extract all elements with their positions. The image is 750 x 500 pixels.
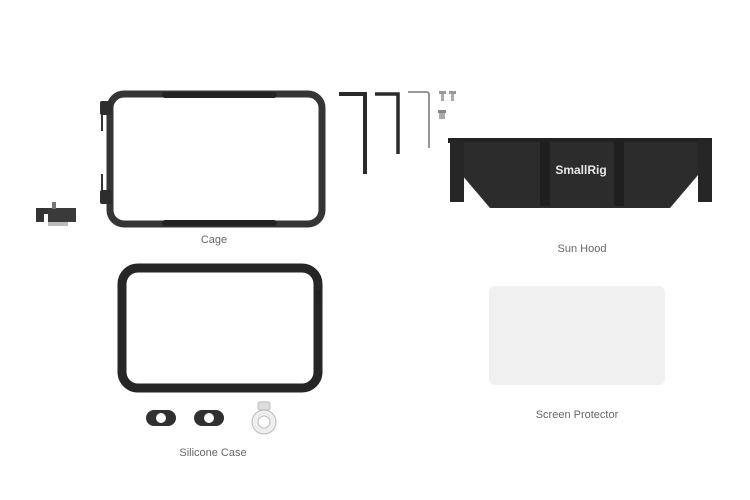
screen-protector-label: Screen Protector xyxy=(535,409,619,421)
hex-key-small-icon xyxy=(408,91,430,148)
screen-protector-icon xyxy=(489,286,665,385)
mount-plate-icon xyxy=(194,410,224,426)
screw-icon xyxy=(438,91,456,119)
smallrig-logo: SmallRig xyxy=(555,163,607,177)
cage-frame-icon xyxy=(100,90,326,228)
clamp-icon xyxy=(36,202,76,226)
cage-label: Cage xyxy=(200,234,228,246)
sun-hood-icon xyxy=(448,138,712,208)
mount-plate-icon xyxy=(146,410,176,426)
hex-key-medium-icon xyxy=(375,92,400,154)
washer-icon xyxy=(251,401,277,435)
hex-key-large-icon xyxy=(339,92,367,174)
sun-hood-label: Sun Hood xyxy=(557,243,607,255)
silicone-case-label: Silicone Case xyxy=(179,447,247,459)
silicone-case-icon xyxy=(117,263,323,393)
